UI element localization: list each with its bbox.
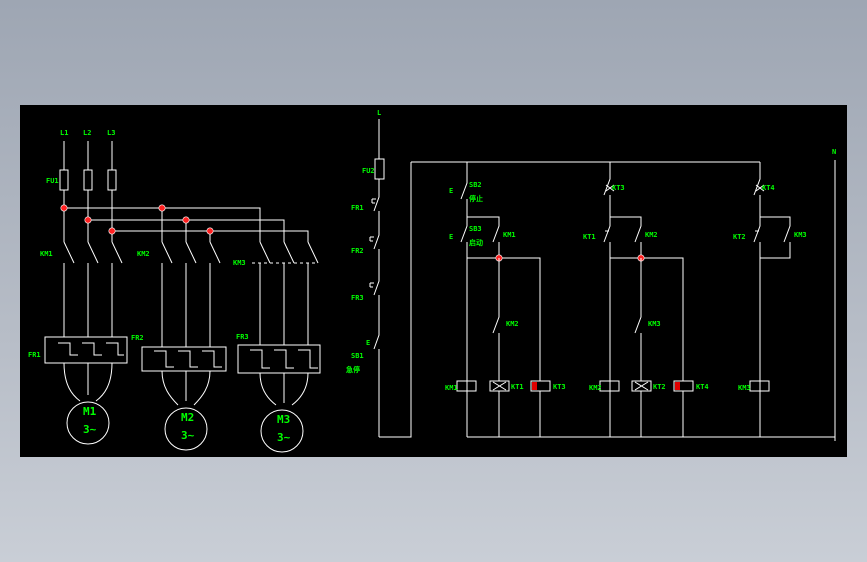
thermal-label-1: FR1: [28, 351, 41, 359]
thermal-label-2: FR2: [131, 334, 144, 342]
motor-name-1: M1: [83, 405, 97, 418]
sb3-label: SB3: [469, 225, 482, 233]
contact-label-kt3: KT3: [612, 184, 625, 192]
motor-3: [260, 409, 304, 453]
fuse-1: [59, 169, 69, 191]
e-label-sb3: E: [449, 233, 453, 241]
stop-button-label: SB1: [351, 352, 364, 360]
motor-phase-3: 3~: [277, 431, 291, 444]
thermal-relay-3: [237, 344, 321, 374]
thermal-relay-2: [141, 346, 227, 372]
control-circuit: L N FU2 FR1 FR2 FR3 E SB1 急停 E SB2 停止 E …: [346, 109, 836, 441]
contact-label-km2-hold: KM2: [645, 231, 658, 239]
motor-phase-2: 3~: [181, 429, 195, 442]
motor-name-2: M2: [181, 411, 194, 424]
motor-1: [66, 401, 110, 445]
thermal-relay-1: [44, 336, 128, 364]
coil-label-km2: KM2: [589, 384, 602, 392]
schematic-canvas: L1 L2 L3 FU1 KM1 KM2 KM3: [20, 105, 847, 457]
coil-label-kt2: KT2: [653, 383, 666, 391]
coil-label-km3: KM3: [738, 384, 751, 392]
e-label-sb2: E: [449, 187, 453, 195]
fuse-2: [83, 169, 93, 191]
contact-label-kt1: KT1: [583, 233, 596, 241]
circuit-diagram: L1 L2 L3 FU1 KM1 KM2 KM3: [28, 109, 836, 453]
contact-label-kt4: KT4: [762, 184, 775, 192]
fuse-label: FU1: [46, 177, 59, 185]
phase-label-1: L1: [60, 129, 68, 137]
contact-label-km3: KM3: [648, 320, 661, 328]
sb2-note: 停止: [469, 194, 483, 203]
thermal-label-3: FR3: [236, 333, 249, 341]
stop-note: 急停: [346, 365, 360, 374]
coil-label-kt3: KT3: [553, 383, 566, 391]
coil-label-kt1: KT1: [511, 383, 524, 391]
contact-label-kt2: KT2: [733, 233, 746, 241]
control-fuse-label: FU2: [362, 167, 375, 175]
control-relay-label-3: FR3: [351, 294, 364, 302]
sb2-label: SB2: [469, 181, 482, 189]
line-l-label: L: [377, 109, 381, 117]
control-relay-label-1: FR1: [351, 204, 364, 212]
power-circuit: L1 L2 L3 FU1 KM1 KM2 KM3: [28, 129, 321, 453]
contactor-label-3: KM3: [233, 259, 246, 267]
fuse-3: [107, 169, 117, 191]
phase-label-3: L3: [107, 129, 115, 137]
contactor-label-2: KM2: [137, 250, 150, 258]
contactor-label-1: KM1: [40, 250, 53, 258]
contact-label-km1: KM1: [503, 231, 516, 239]
phase-label-2: L2: [83, 129, 91, 137]
motor-2: [164, 407, 208, 451]
motor-phase-1: 3~: [83, 423, 97, 436]
contact-label-km3-hold: KM3: [794, 231, 807, 239]
control-fuse: [374, 158, 385, 180]
control-relay-label-2: FR2: [351, 247, 364, 255]
contact-label-km2: KM2: [506, 320, 519, 328]
sb3-note: 启动: [469, 238, 483, 247]
motor-name-3: M3: [277, 413, 290, 426]
e-label-stop: E: [366, 339, 370, 347]
line-n-label: N: [832, 148, 836, 156]
coil-label-kt4: KT4: [696, 383, 709, 391]
coil-label-km1: KM1: [445, 384, 458, 392]
coil-km3: [749, 380, 770, 392]
